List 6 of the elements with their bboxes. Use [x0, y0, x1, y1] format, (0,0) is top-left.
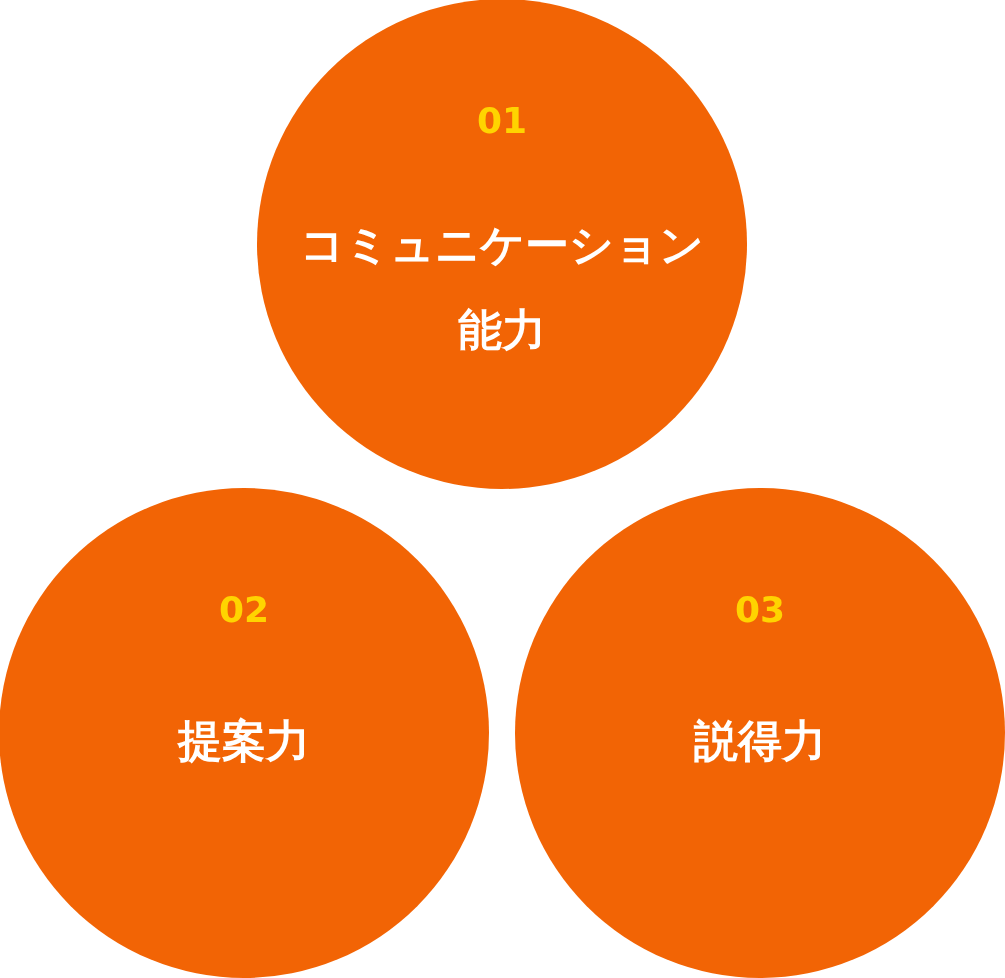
step-number: 03 [734, 590, 786, 630]
step-number: 02 [218, 590, 270, 630]
skill-title: 提案力 [176, 714, 311, 768]
step-number: 01 [476, 101, 528, 141]
skill-title: コミュニケーション能力 [299, 218, 705, 357]
skill-title: 説得力 [692, 714, 827, 768]
